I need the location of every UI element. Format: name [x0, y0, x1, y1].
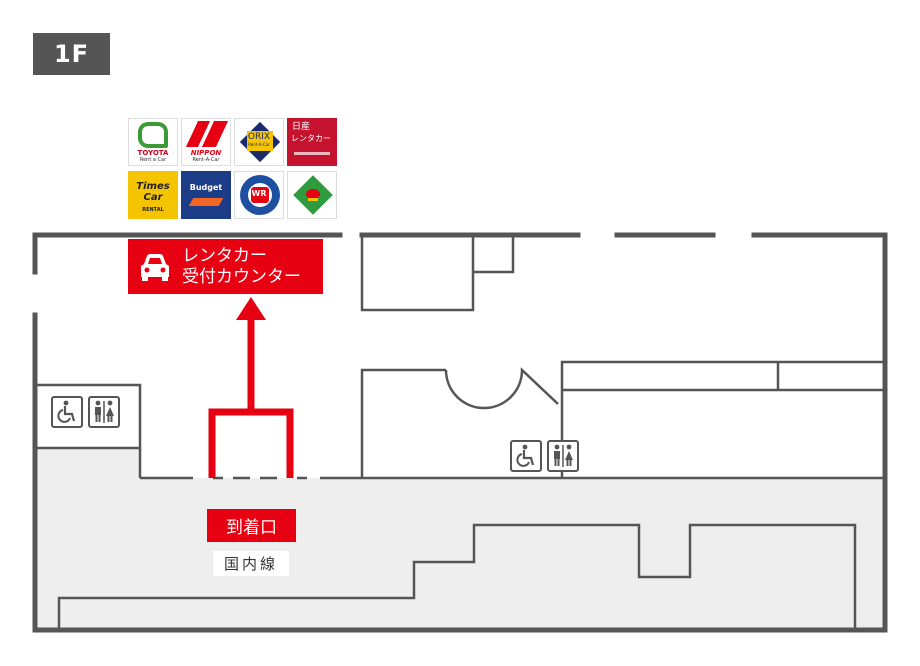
orix-rent-a-car-logo: ORIX Rent-A-Car: [234, 118, 284, 166]
outer-walls: [32, 232, 888, 633]
route-arrow: [208, 318, 294, 478]
route-arrow-head: [236, 297, 266, 320]
inner-walls: [34, 235, 885, 630]
wheelchair-icon: [510, 440, 542, 472]
restroom-icon: [547, 440, 579, 472]
wide-rent-a-car-logo: WR: [234, 171, 284, 219]
arrival-corridor: [35, 448, 885, 630]
facilities-west: [51, 396, 120, 428]
facilities-central: [510, 440, 579, 472]
times-car-rental-logo: Times Car RENTAL: [128, 171, 178, 219]
sign-line-reception-counter: 受付カウンター: [182, 266, 301, 287]
nissan-rent-a-car-logo: 日産 レンタカー: [287, 118, 337, 166]
wheelchair-icon: [51, 396, 83, 428]
sign-line-rental-car: レンタカー: [182, 245, 267, 266]
floor-label: 1F: [33, 33, 110, 75]
restroom-icon: [88, 396, 120, 428]
car-icon: [141, 253, 169, 281]
nippon-rent-a-car-logo: NIPPON Rent-A-Car: [181, 118, 231, 166]
green-rent-a-car-logo: [287, 171, 337, 219]
rental-car-counter-sign: レンタカー 受付カウンター: [128, 239, 323, 294]
toyota-rent-a-car-logo: TOYOTA Rent a Car: [128, 118, 178, 166]
arrival-gate-label: 到着口: [207, 509, 296, 542]
domestic-flights-label: 国内線: [213, 551, 289, 576]
budget-logo: Budget: [181, 171, 231, 219]
